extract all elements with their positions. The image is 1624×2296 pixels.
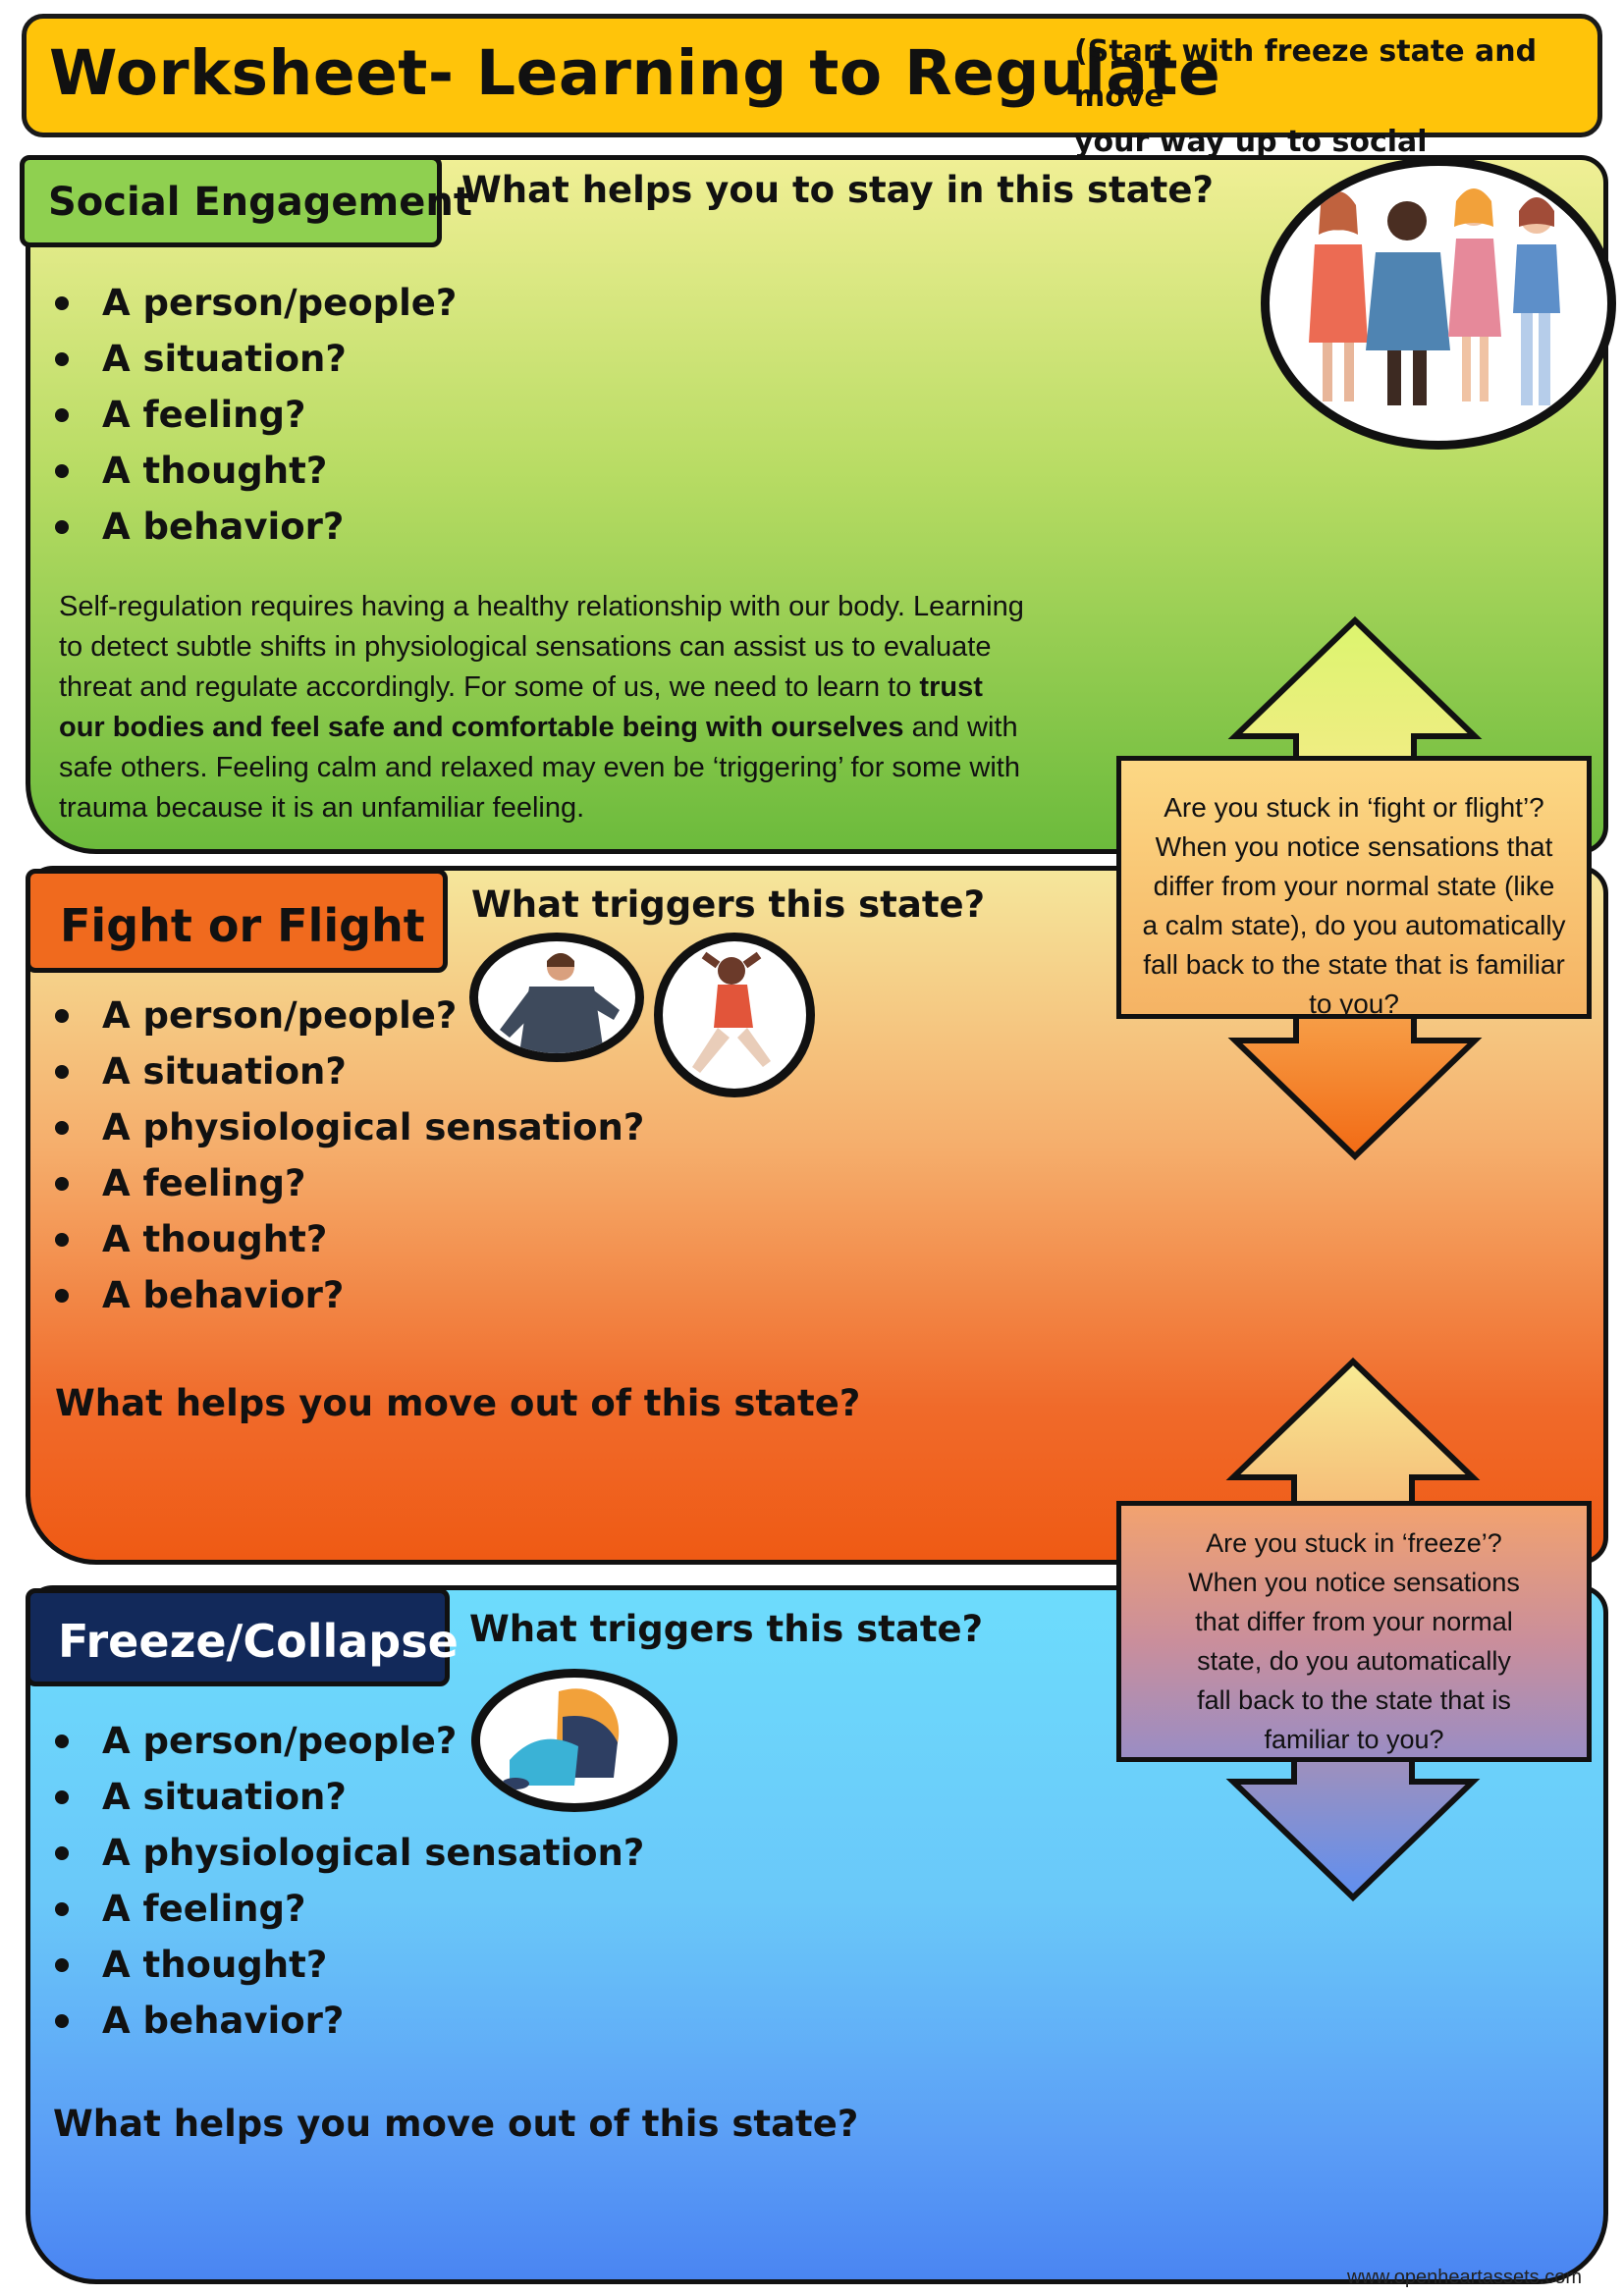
- social-engagement-label: Social Engagement: [20, 155, 472, 247]
- list-item: A thought?: [55, 1937, 644, 1993]
- worksheet-title: Worksheet- Learning to Regulate: [49, 37, 1221, 109]
- list-item: A physiological sensation?: [55, 1099, 644, 1155]
- list-item: A feeling?: [55, 1155, 644, 1211]
- info-line: that differ from your normal: [1195, 1607, 1513, 1636]
- list-item: A physiological sensation?: [55, 1825, 644, 1881]
- sad-person-icon: [502, 1688, 620, 1789]
- info-line: fall back to the state that is: [1197, 1685, 1511, 1715]
- list-item: A situation?: [55, 331, 457, 387]
- freeze-info-box: Are you stuck in ‘freeze’? When you noti…: [1116, 1501, 1592, 1762]
- fight-question: What triggers this state?: [471, 883, 986, 926]
- info-line: fall back to the state that is familiar: [1143, 949, 1565, 980]
- people-group-illustration: [1261, 157, 1616, 450]
- list-item: A person/people?: [55, 275, 457, 331]
- info-line: differ from your normal state (like: [1153, 871, 1555, 901]
- list-item: A behavior?: [55, 1267, 644, 1323]
- list-item: A thought?: [55, 1211, 644, 1267]
- list-item: A feeling?: [55, 1881, 644, 1937]
- angry-man-icon: [500, 953, 620, 1053]
- info-line: Are you stuck in ‘freeze’?: [1206, 1528, 1502, 1558]
- list-item: A thought?: [55, 443, 457, 499]
- paragraph-line: threat and regulate accordingly. For som…: [59, 671, 983, 703]
- list-item: A situation?: [55, 1043, 644, 1099]
- sad-person-illustration: [471, 1669, 677, 1812]
- info-line: state, do you automatically: [1197, 1646, 1511, 1676]
- list-item: A behavior?: [55, 499, 457, 555]
- running-person-illustration: [654, 933, 815, 1097]
- paragraph-line: to detect subtle shifts in physiological…: [59, 631, 992, 663]
- paragraph-line: our bodies and feel safe and comfortable…: [59, 712, 1018, 743]
- social-checklist: A person/people? A situation? A feeling?…: [55, 275, 457, 555]
- info-line: a calm state), do you automatically: [1142, 910, 1566, 940]
- freeze-move-out-question: What helps you move out of this state?: [53, 2103, 859, 2145]
- paragraph-line: safe others. Feeling calm and relaxed ma…: [59, 752, 1020, 783]
- fight-move-out-question: What helps you move out of this state?: [55, 1382, 861, 1424]
- info-line: Are you stuck in ‘fight or flight’?: [1164, 792, 1544, 823]
- title-note-line-1: (Start with freeze state and move: [1074, 34, 1538, 114]
- list-item: A person/people?: [55, 988, 644, 1043]
- freeze-question: What triggers this state?: [469, 1608, 984, 1650]
- list-item: A behavior?: [55, 1993, 644, 2049]
- running-person-icon: [692, 951, 771, 1073]
- list-item: A feeling?: [55, 387, 457, 443]
- fight-or-flight-label: Fight or Flight: [26, 869, 448, 973]
- info-line: When you notice sensations that: [1155, 831, 1553, 862]
- freeze-checklist: A person/people? A situation? A physiolo…: [55, 1713, 644, 2049]
- title-bar: [22, 14, 1602, 137]
- info-line: When you notice sensations: [1188, 1568, 1520, 1597]
- fight-checklist: A person/people? A situation? A physiolo…: [55, 988, 644, 1323]
- info-line: familiar to you?: [1264, 1725, 1444, 1754]
- freeze-collapse-label: Freeze/Collapse: [26, 1588, 459, 1686]
- people-group-icon: [1309, 188, 1560, 405]
- info-line: to you?: [1309, 988, 1399, 1019]
- footer-url: www.openheartassets.com: [1347, 2267, 1583, 2288]
- list-item: A situation?: [55, 1769, 644, 1825]
- paragraph-line: Self-regulation requires having a health…: [59, 591, 1024, 622]
- paragraph-line: trauma because it is an unfamiliar feeli…: [59, 792, 585, 824]
- self-regulation-paragraph: Self-regulation requires having a health…: [59, 587, 1129, 828]
- angry-man-illustration: [469, 933, 644, 1062]
- social-question: What helps you to stay in this state?: [461, 169, 1214, 211]
- fight-or-flight-info-box: Are you stuck in ‘fight or flight’? When…: [1116, 756, 1592, 1019]
- list-item: A person/people?: [55, 1713, 644, 1769]
